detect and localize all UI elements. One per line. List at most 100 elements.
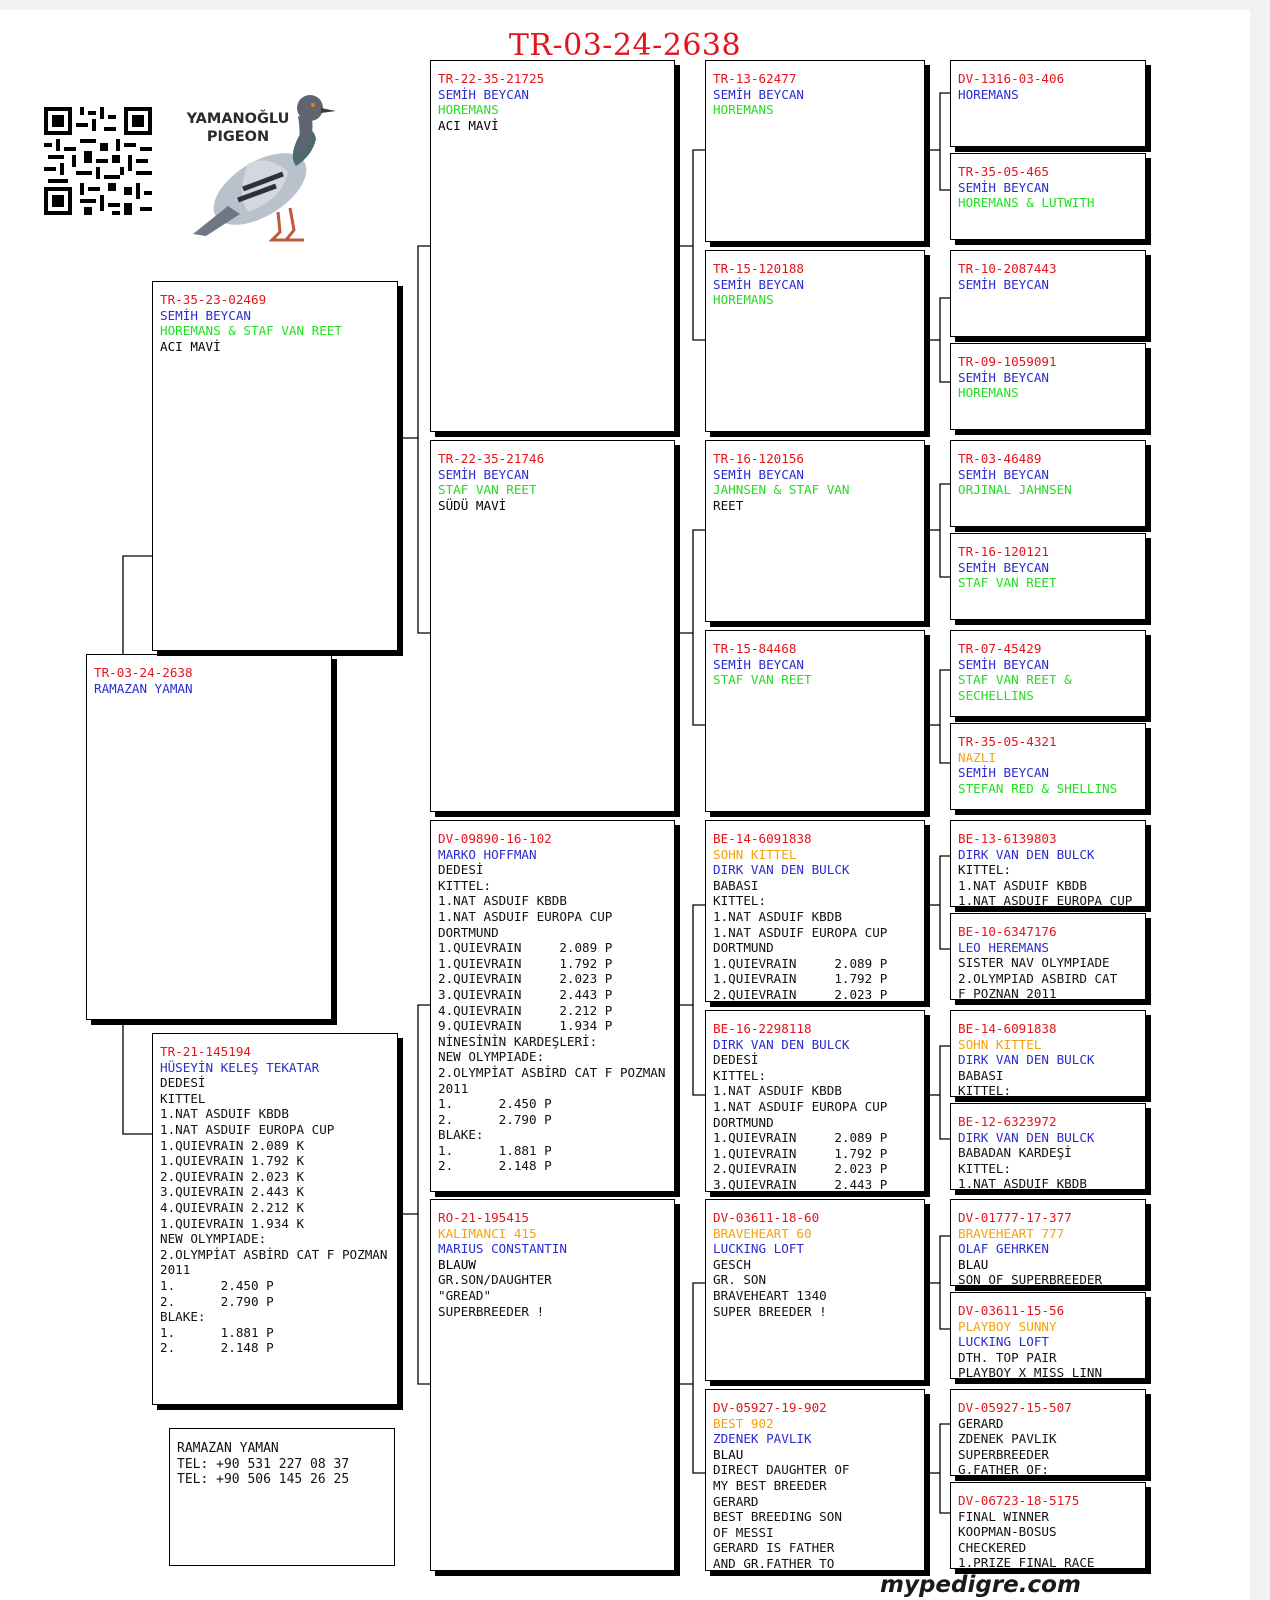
pedigree-line: STAF VAN REET bbox=[438, 482, 537, 498]
pedigree-line: SÜDÜ MAVİ bbox=[438, 497, 507, 513]
pedigree-line: 3.QUIEVRAIN 2.443 K bbox=[160, 1184, 305, 1200]
pedigree-line: OF MESSI bbox=[713, 1524, 774, 1540]
pedigree-line: TR-03-24-2638 bbox=[94, 665, 193, 680]
pedigree-line: 2.OLYMPIAD ASBIRD CAT bbox=[958, 970, 1118, 986]
pedigree-line: STAF VAN REET & bbox=[958, 672, 1072, 688]
pedigree-line: 1.NAT ASDUIF EUROPA CUP bbox=[438, 908, 613, 924]
pedigree-line: 4.QUIEVRAIN 2.212 P bbox=[438, 1002, 613, 1018]
pedigree-line: HOREMANS & STAF VAN REET bbox=[160, 323, 342, 339]
pedigree-line: BLAKE: bbox=[438, 1127, 484, 1143]
pedigree-line: SEMİH BEYCAN bbox=[713, 86, 804, 102]
pedigree-line: TR-07-45429 bbox=[958, 641, 1042, 656]
pedigree-line: CHECKERED bbox=[958, 1539, 1027, 1555]
pedigree-line: DV-03611-18-60 bbox=[713, 1210, 820, 1225]
pedigree-line: BRAVEHEART 60 bbox=[713, 1225, 812, 1241]
pedigree-line: JAHNSEN & STAF VAN bbox=[713, 482, 850, 498]
pedigree-line: DIRECT DAUGHTER OF bbox=[713, 1462, 850, 1478]
pedigree-line: SUPER BREEDER ! bbox=[713, 1303, 827, 1319]
pedigree-line: LUCKING LOFT bbox=[713, 1241, 804, 1257]
pedigree-line: NEW OLYMPIADE: bbox=[160, 1231, 267, 1247]
pedigree-line: SEMİH BEYCAN bbox=[713, 656, 804, 672]
pedigree-line: TR-35-23-02469 bbox=[160, 292, 267, 307]
pedigree-line: 2.QUIEVRAIN 2.023 P bbox=[438, 971, 613, 987]
pedigree-line: 1. 2.450 P bbox=[438, 1096, 552, 1112]
pedigree-line: MARKO HOFFMAN bbox=[438, 846, 537, 862]
pedigree-page: TR-03-24-2638 bbox=[0, 10, 1250, 1600]
pedigree-line: BABASI bbox=[713, 877, 759, 893]
pedigree-line: 2.OLYMPİAT ASBİRD CAT F POZMAN bbox=[438, 1064, 666, 1080]
pedigree-line: BLAU bbox=[713, 1446, 744, 1462]
pedigree-line: 1.NAT ASDUIF KBDB bbox=[713, 908, 842, 924]
pedigree-line: LUCKING LOFT bbox=[958, 1334, 1049, 1350]
pedigree-line: BRAVEHEART 777 bbox=[958, 1225, 1065, 1241]
pedigree-line: G.FATHER OF: bbox=[958, 1462, 1049, 1476]
pedigree-line: BLAUW bbox=[438, 1256, 476, 1272]
pedigree-line: RAMAZAN YAMAN bbox=[94, 680, 193, 696]
pedigree-line: 4.QUIEVRAIN 2.212 K bbox=[160, 1199, 305, 1215]
pedigree-line: TR-35-05-465 bbox=[958, 164, 1049, 179]
page-title: TR-03-24-2638 bbox=[508, 28, 742, 63]
pedigree-line: SEMİH BEYCAN bbox=[713, 466, 804, 482]
pedigree-line: STAF VAN REET bbox=[713, 672, 812, 688]
pedigree-line: DV-06723-18-5175 bbox=[958, 1493, 1080, 1508]
pedigree-line: 1.QUIEVRAIN 1.792 P bbox=[713, 971, 888, 987]
footer-site-link[interactable]: mypedigre.com bbox=[880, 1572, 1081, 1598]
pedigree-line: 1. 1.881 P bbox=[160, 1324, 274, 1340]
contact-phone-1: TEL: +90 531 227 08 37 bbox=[177, 1456, 350, 1472]
pedigree-line: SUPERBREEDER bbox=[958, 1446, 1049, 1462]
pedigree-line: 2.QUIEVRAIN 2.023 K bbox=[160, 1168, 305, 1184]
pedigree-line: BEST BREEDING SON bbox=[713, 1509, 842, 1525]
pedigree-line: DV-05927-19-902 bbox=[713, 1400, 827, 1415]
pedigree-line: GESCH bbox=[713, 1256, 751, 1272]
pedigree-line: BE-14-6091838 bbox=[958, 1021, 1057, 1036]
pedigree-line: TR-09-1059091 bbox=[958, 354, 1057, 369]
pedigree-line: DORTMUND bbox=[438, 924, 499, 940]
pedigree-line: DV-1316-03-406 bbox=[958, 71, 1065, 86]
pedigree-line: GR. SON bbox=[713, 1272, 767, 1288]
pedigree-line: GERARD bbox=[713, 1493, 759, 1509]
pedigree-line: SOHN KITTEL bbox=[958, 1036, 1042, 1052]
pedigree-line: KITTEL: bbox=[958, 1160, 1012, 1176]
pedigree-line: BEST 902 bbox=[713, 1415, 774, 1431]
pedigree-line: 1.QUIEVRAIN 2.089 P bbox=[713, 1130, 888, 1146]
pedigree-line: DIRK VAN DEN BULCK bbox=[958, 846, 1095, 862]
pedigree-line: DORTMUND bbox=[713, 1114, 774, 1130]
pedigree-line: DV-03611-15-56 bbox=[958, 1303, 1065, 1318]
pedigree-line: NİNESİNİN KARDEŞLERİ: bbox=[438, 1033, 598, 1049]
pedigree-line: STAF VAN REET bbox=[958, 575, 1057, 591]
pedigree-line: STEFAN RED & SHELLINS bbox=[958, 780, 1118, 796]
pedigree-line: HOREMANS bbox=[958, 86, 1019, 102]
contact-box: RAMAZAN YAMAN TEL: +90 531 227 08 37 TEL… bbox=[169, 1428, 395, 1566]
pedigree-line: MARIUS CONSTANTIN bbox=[438, 1241, 567, 1257]
pedigree-line: SEMİH BEYCAN bbox=[958, 276, 1049, 292]
pedigree-line: SEMİH BEYCAN bbox=[958, 765, 1049, 781]
pedigree-line: DEDESİ bbox=[160, 1075, 206, 1091]
pedigree-line: HOREMANS bbox=[713, 102, 774, 118]
pedigree-line: SEMİH BEYCAN bbox=[958, 559, 1049, 575]
pedigree-line: DIRK VAN DEN BULCK bbox=[713, 1036, 850, 1052]
pedigree-line: 2. 2.790 P bbox=[160, 1293, 274, 1309]
pedigree-line: SEMİH BEYCAN bbox=[958, 179, 1049, 195]
pedigree-line: 1.NAT ASDUIF EUROPA CUP bbox=[160, 1121, 335, 1137]
pedigree-line: SEMİH BEYCAN bbox=[160, 307, 251, 323]
pedigree-line: ACI MAVİ bbox=[160, 338, 221, 354]
pedigree-line: BE-16-2298118 bbox=[713, 1021, 812, 1036]
pedigree-line: 2011 bbox=[160, 1262, 191, 1278]
pedigree-line: TR-10-2087443 bbox=[958, 261, 1057, 276]
pedigree-line: 2. 2.790 P bbox=[438, 1111, 552, 1127]
pedigree-line: DEDESİ bbox=[713, 1052, 759, 1068]
pedigree-line: SISTER NAV OLYMPIADE bbox=[958, 955, 1110, 971]
